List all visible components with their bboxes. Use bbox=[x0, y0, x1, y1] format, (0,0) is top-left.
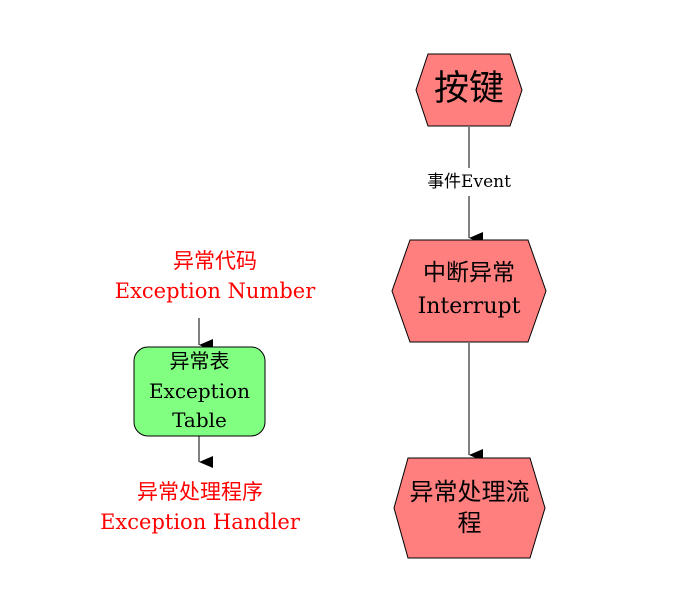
button-node-shape bbox=[415, 53, 523, 127]
exception-table-label-en1: Exception bbox=[148, 379, 251, 403]
exception-number-label-cn: 异常代码 bbox=[173, 249, 257, 273]
exception-table-label-en2: Table bbox=[172, 408, 227, 432]
exception-flow-node-label-line1: 异常处理流 bbox=[409, 478, 530, 506]
interrupt-node-shape bbox=[391, 239, 547, 343]
exception-flow-node-label-line2: 程 bbox=[457, 509, 482, 537]
exception-table-label-cn: 异常表 bbox=[169, 349, 230, 373]
exception-flow-node-shape bbox=[393, 457, 546, 559]
interrupt-node-label-en: Interrupt bbox=[417, 294, 521, 319]
exception-number-label-en: Exception Number bbox=[114, 279, 316, 303]
exception-handler-label-en: Exception Handler bbox=[100, 510, 300, 534]
exception-table-node-shape bbox=[133, 346, 266, 437]
event-label: 事件Event bbox=[410, 170, 528, 194]
exception-handler-label-cn: 异常处理程序 bbox=[137, 480, 263, 504]
interrupt-node-label-cn: 中断异常 bbox=[423, 260, 515, 286]
button-node-label: 按键 bbox=[433, 69, 504, 109]
